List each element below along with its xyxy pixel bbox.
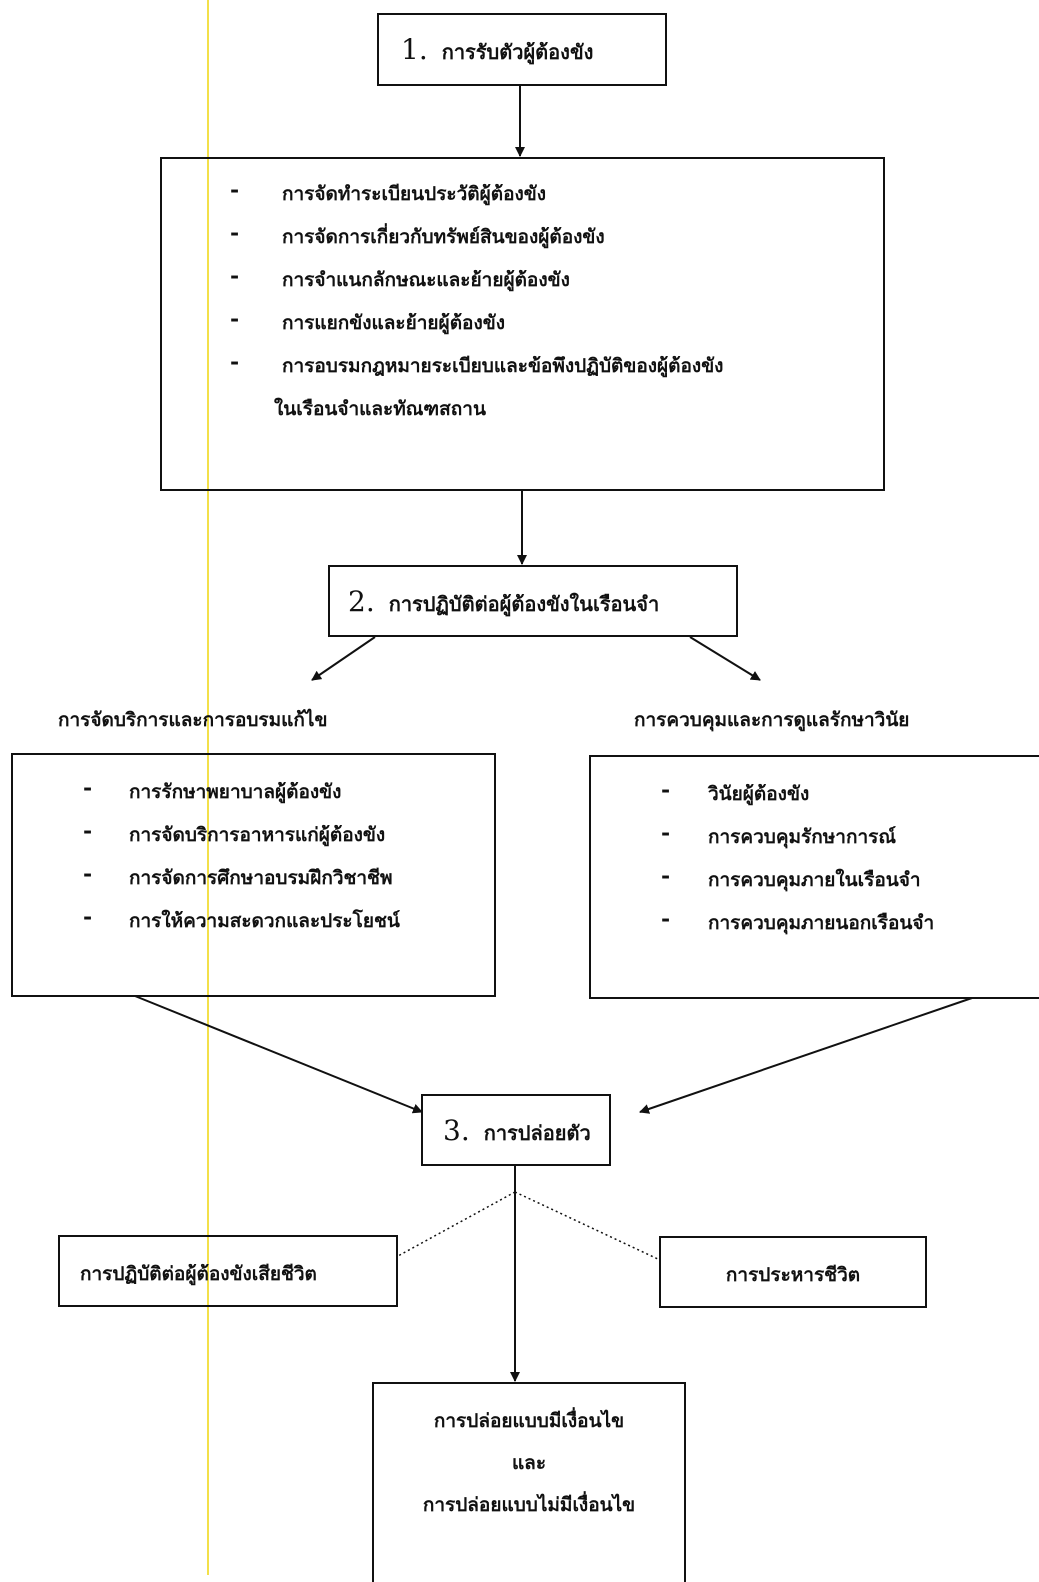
left-item-2: การจัดบริการอาหารแก่ผู้ต้องขัง bbox=[129, 824, 386, 846]
admission-item-1: การจัดทำระเบียนประวัติผู้ต้องขัง bbox=[282, 183, 547, 205]
left-dash-4: - bbox=[83, 904, 93, 930]
release-unconditional: การปล่อยแบบไม่มีเงื่อนไข bbox=[422, 1494, 636, 1516]
left-dash-3: - bbox=[83, 861, 93, 887]
right-dash-1: - bbox=[661, 777, 671, 803]
left-branch-box: - การรักษาพยาบาลผู้ต้องขัง - การจัดบริกา… bbox=[11, 753, 496, 997]
release-and: และ bbox=[511, 1452, 547, 1474]
admission-item-2: การจัดการเกี่ยวกับทรัพย์สินของผู้ต้องขัง bbox=[282, 226, 605, 248]
dash-2: - bbox=[230, 220, 240, 246]
step3-label: 3. การปล่อยตัว bbox=[443, 1114, 591, 1149]
release-box: การปล่อยแบบมีเงื่อนไข และ การปล่อยแบบไม่… bbox=[372, 1382, 686, 1582]
right-dash-4: - bbox=[661, 906, 671, 932]
dash-3: - bbox=[230, 263, 240, 289]
release-conditional: การปล่อยแบบมีเงื่อนไข bbox=[433, 1410, 625, 1432]
left-dash-1: - bbox=[83, 775, 93, 801]
arrow-step2-to-right bbox=[689, 636, 761, 681]
step1-number: 1. bbox=[401, 33, 428, 66]
admission-item-3: การจำแนกลักษณะและย้ายผู้ต้องขัง bbox=[282, 269, 570, 291]
admission-item-5-continued: ในเรือนจำและทัณฑสถาน bbox=[274, 398, 486, 420]
step1-title: การรับตัวผู้ต้องขัง bbox=[441, 40, 594, 64]
execution-box: การประหารชีวิต bbox=[659, 1236, 927, 1308]
admission-item-4: การแยกขังและย้ายผู้ต้องขัง bbox=[282, 312, 505, 334]
step3-number: 3. bbox=[443, 1114, 470, 1147]
step1-label: 1. การรับตัวผู้ต้องขัง bbox=[401, 33, 593, 68]
dotted-step3-to-right bbox=[514, 1191, 661, 1261]
step1-box: 1. การรับตัวผู้ต้องขัง bbox=[377, 13, 667, 86]
step3-title: การปล่อยตัว bbox=[483, 1121, 591, 1145]
left-item-3: การจัดการศึกษาอบรมฝึกวิชาชีพ bbox=[129, 867, 393, 889]
dash-5: - bbox=[230, 349, 240, 375]
right-item-2: การควบคุมรักษาการณ์ bbox=[708, 826, 896, 848]
admission-details-box: - การจัดทำระเบียนประวัติผู้ต้องขัง - การ… bbox=[160, 157, 885, 491]
arrow-step2-to-left bbox=[311, 636, 376, 681]
right-item-1: วินัยผู้ต้องขัง bbox=[708, 783, 810, 805]
step2-box: 2. การปฏิบัติต่อผู้ต้องขังในเรือนจำ bbox=[328, 565, 738, 637]
step2-title: การปฏิบัติต่อผู้ต้องขังในเรือนจำ bbox=[388, 592, 660, 616]
admission-item-5: การอบรมกฎหมายระเบียบและข้อพึงปฏิบัติของผ… bbox=[282, 355, 724, 377]
step2-number: 2. bbox=[348, 585, 375, 618]
deceased-prisoner-box: การปฏิบัติต่อผู้ต้องขังเสียชีวิต bbox=[58, 1235, 398, 1307]
right-dash-2: - bbox=[661, 820, 671, 846]
deceased-prisoner-label: การปฏิบัติต่อผู้ต้องขังเสียชีวิต bbox=[80, 1263, 317, 1285]
arrow-right-to-step3 bbox=[639, 997, 973, 1114]
right-dash-3: - bbox=[661, 863, 671, 889]
dash-1: - bbox=[230, 177, 240, 203]
left-item-1: การรักษาพยาบาลผู้ต้องขัง bbox=[129, 781, 342, 803]
left-dash-2: - bbox=[83, 818, 93, 844]
dash-4: - bbox=[230, 306, 240, 332]
step2-label: 2. การปฏิบัติต่อผู้ต้องขังในเรือนจำ bbox=[348, 585, 659, 620]
step3-box: 3. การปล่อยตัว bbox=[421, 1094, 611, 1166]
right-item-4: การควบคุมภายนอกเรือนจำ bbox=[708, 912, 935, 934]
left-item-4: การให้ความสะดวกและประโยชน์ bbox=[129, 910, 400, 932]
arrow-left-to-step3 bbox=[134, 995, 423, 1114]
right-item-3: การควบคุมภายในเรือนจำ bbox=[708, 869, 921, 891]
right-branch-heading: การควบคุมและการดูแลรักษาวินัย bbox=[634, 709, 910, 731]
execution-label: การประหารชีวิต bbox=[725, 1264, 861, 1286]
highlight-margin-line bbox=[207, 0, 209, 1575]
left-branch-heading: การจัดบริการและการอบรมแก้ไข bbox=[58, 709, 328, 731]
dotted-step3-to-left bbox=[397, 1191, 516, 1257]
right-branch-box: - วินัยผู้ต้องขัง - การควบคุมรักษาการณ์ … bbox=[589, 755, 1039, 999]
